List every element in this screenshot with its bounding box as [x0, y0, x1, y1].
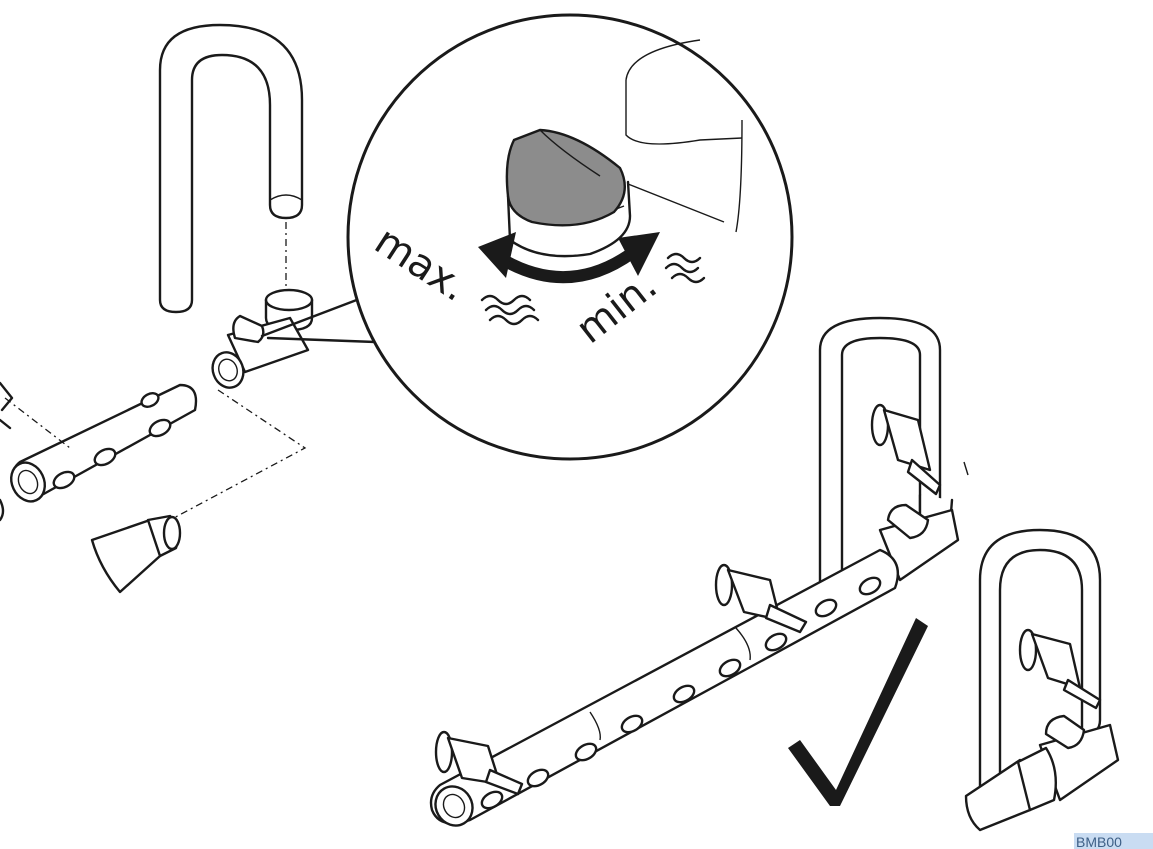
clip: [434, 730, 524, 796]
clip: [714, 563, 808, 634]
flow-knob: [505, 128, 626, 227]
clip: [870, 403, 969, 496]
hose-holes: [480, 576, 882, 810]
u-tube: [158, 23, 304, 314]
perforated-hose: [10, 383, 198, 503]
double-curved-arrow-icon: [478, 232, 660, 284]
funnel-nozzle: [90, 514, 182, 594]
assembled-unit: [429, 316, 969, 827]
reference-code: BMB00: [1074, 833, 1153, 849]
exploded-assembly: [0, 23, 404, 594]
wavy-flow-icon: [480, 294, 540, 326]
magnifier-detail: max. min.: [346, 13, 794, 461]
partial-unit-right: [964, 528, 1120, 832]
checkmark-icon: [788, 618, 928, 806]
wavy-flow-icon: [664, 252, 706, 284]
tee-connector: [211, 288, 314, 389]
